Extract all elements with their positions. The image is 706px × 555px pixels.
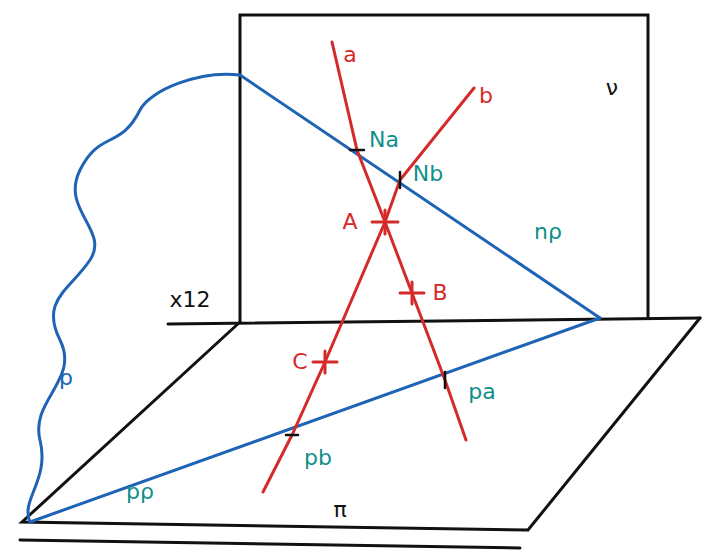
trace-name: pρ — [126, 481, 154, 503]
trace-marks — [286, 150, 445, 435]
plane-name: ν — [606, 77, 618, 99]
point-mark — [372, 210, 398, 234]
plane-curve — [28, 74, 240, 522]
trace-mark — [286, 150, 445, 435]
lines-ab — [263, 42, 474, 492]
plane-outlines — [20, 15, 700, 548]
trace-name: Na — [369, 129, 399, 151]
plane-rho — [28, 74, 600, 522]
line-b — [263, 88, 474, 492]
line-name: a — [343, 44, 356, 66]
point-name: B — [432, 282, 447, 304]
plane-name: π — [333, 499, 346, 521]
axis-line — [168, 318, 700, 324]
horizontal-trace — [30, 318, 600, 522]
point-marks — [313, 210, 424, 373]
trace-name: nρ — [534, 221, 562, 243]
trace-name: pb — [304, 447, 332, 469]
plane-name: ρ — [59, 367, 73, 389]
horizontal-plane — [22, 318, 700, 530]
vertical-plane — [240, 15, 648, 322]
plane-edge — [20, 540, 520, 548]
point-name: C — [292, 351, 307, 373]
point-mark — [313, 351, 337, 373]
point-mark — [400, 282, 424, 304]
point-name: A — [342, 211, 357, 233]
trace-name: pa — [468, 381, 495, 403]
trace-name: Nb — [413, 163, 443, 185]
vertical-trace — [240, 75, 600, 318]
line-name: b — [479, 85, 493, 107]
axis-name: x12 — [169, 289, 210, 311]
